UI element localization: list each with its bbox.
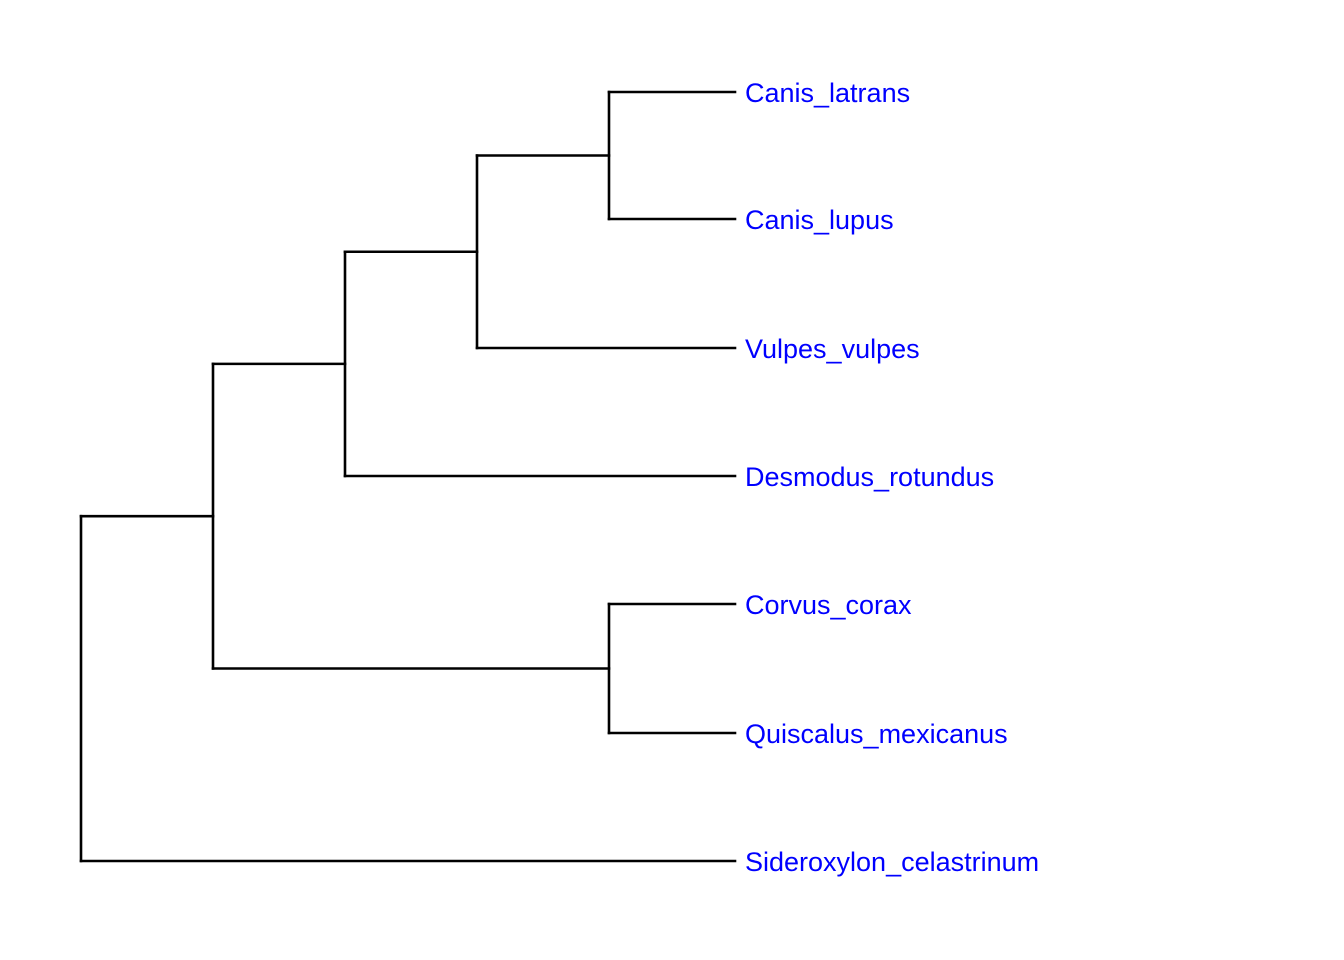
tip-label-canis-lupus: Canis_lupus (745, 205, 894, 235)
tip-labels: Canis_latrans Canis_lupus Vulpes_vulpes … (745, 78, 1039, 877)
tip-label-sideroxylon-celastrinum: Sideroxylon_celastrinum (745, 847, 1039, 877)
tip-label-corvus-corax: Corvus_corax (745, 590, 912, 620)
tip-label-desmodus-rotundus: Desmodus_rotundus (745, 462, 994, 492)
tip-label-canis-latrans: Canis_latrans (745, 78, 910, 108)
tip-label-vulpes-vulpes: Vulpes_vulpes (745, 334, 920, 364)
tip-label-quiscalus-mexicanus: Quiscalus_mexicanus (745, 719, 1008, 749)
tree-branches (79, 90, 737, 863)
